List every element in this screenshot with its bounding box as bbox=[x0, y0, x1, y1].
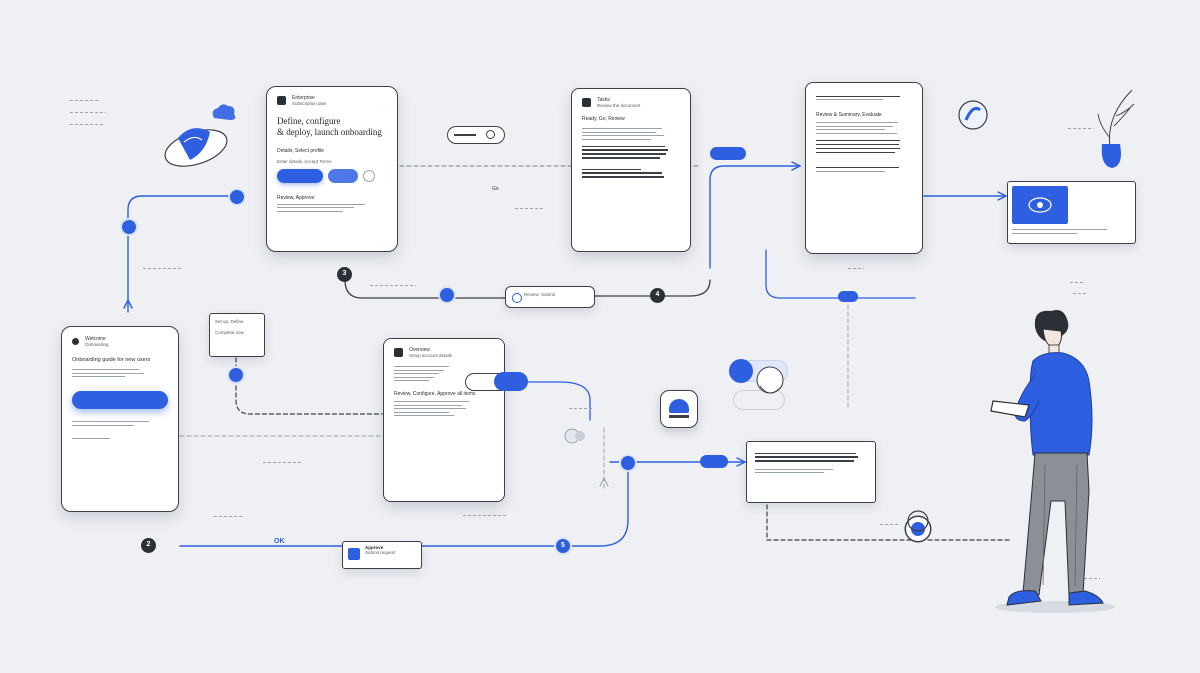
go-badge: Go bbox=[492, 186, 499, 192]
card-header-subtitle: Review the document bbox=[597, 103, 641, 108]
card-review-summary[interactable]: Review & Summary, Evaluate bbox=[805, 82, 923, 254]
bottom-badge-card[interactable]: Approve Submit request bbox=[342, 541, 422, 569]
toggle-pill-right2[interactable] bbox=[733, 390, 785, 410]
image-thumbnail bbox=[1012, 186, 1068, 224]
app-icon bbox=[277, 96, 286, 105]
card-header: Enterprise Subscription plan bbox=[277, 95, 387, 106]
wire-card4-to-top bbox=[127, 195, 239, 313]
ok-tag[interactable]: OK bbox=[274, 538, 285, 545]
node-top-left[interactable] bbox=[230, 190, 244, 204]
status-dot bbox=[72, 338, 79, 345]
toggle-pill-top[interactable] bbox=[447, 126, 505, 144]
mid-badge-card[interactable]: Review, Submit bbox=[505, 286, 595, 308]
card-header-title: Overview bbox=[409, 347, 430, 353]
node-step-2[interactable]: 2 bbox=[141, 538, 156, 553]
image-preview-doc[interactable] bbox=[1007, 181, 1136, 244]
card-header: Welcome Onboarding bbox=[72, 336, 168, 347]
card-tasks-document[interactable]: Tasks Review the document Ready, Go, Rev… bbox=[571, 88, 691, 252]
badge-line1: Approve bbox=[365, 545, 384, 550]
wire-bottom bbox=[179, 469, 629, 547]
card-overview-setup[interactable]: Overview Setup account details Review, C… bbox=[383, 338, 505, 502]
node-sticky[interactable] bbox=[229, 368, 243, 382]
app-icon bbox=[394, 348, 403, 357]
lock-icon[interactable] bbox=[660, 390, 698, 428]
toggle-pill-blue[interactable] bbox=[710, 147, 746, 160]
toggle-pill-small[interactable] bbox=[838, 291, 858, 302]
checklist bbox=[394, 366, 494, 381]
sticky-note[interactable]: Set up, Define Complete now bbox=[209, 313, 265, 357]
card-onboarding[interactable]: Welcome Onboarding Onboarding guide for … bbox=[61, 326, 179, 512]
document-heading: Ready, Go, Review bbox=[582, 116, 625, 122]
arrow-cluster-icon bbox=[564, 428, 585, 444]
card-header: Overview Setup account details bbox=[394, 347, 494, 358]
sticky-line1: Set up, Define bbox=[215, 319, 244, 324]
card-header-subtitle: Subscription plan bbox=[292, 101, 327, 106]
card-header: Tasks Review the document bbox=[582, 97, 680, 108]
section-heading: Review, Configure, Approve all items bbox=[394, 391, 476, 397]
card-header-subtitle: Onboarding bbox=[85, 342, 109, 347]
document-text bbox=[816, 122, 912, 172]
card-label: Details, Select profile bbox=[277, 148, 324, 154]
primary-button[interactable] bbox=[277, 169, 323, 183]
document-text bbox=[582, 128, 680, 178]
pin-icon bbox=[907, 510, 929, 532]
step-label: Review, Approve bbox=[277, 195, 315, 201]
sticky-line2: Complete now bbox=[215, 330, 244, 335]
card-title-line1: Define, configure bbox=[277, 116, 341, 126]
app-icon bbox=[582, 98, 591, 107]
node-right[interactable] bbox=[911, 522, 925, 536]
card-define-configure[interactable]: Enterprise Subscription plan Define, con… bbox=[266, 86, 398, 252]
status-icon bbox=[512, 293, 522, 303]
card-header-title: Welcome bbox=[85, 336, 106, 342]
shield-icon bbox=[164, 128, 228, 167]
card-header-title: Tasks bbox=[597, 97, 610, 103]
node-step-3[interactable]: 3 bbox=[337, 267, 352, 282]
node-step-4[interactable]: 4 bbox=[650, 288, 665, 303]
check-icon bbox=[348, 548, 360, 560]
node-step-5[interactable]: 5 bbox=[556, 539, 570, 553]
wire-dash-left bbox=[235, 329, 383, 415]
card-header-title: Enterprise bbox=[292, 95, 315, 101]
node-mid[interactable] bbox=[440, 288, 454, 302]
document-heading: Review & Summary, Evaluate bbox=[816, 112, 882, 119]
plant-vase-icon bbox=[1097, 89, 1135, 168]
cloud-icon bbox=[212, 104, 236, 120]
globe-icon bbox=[958, 100, 988, 130]
wire-node4 bbox=[594, 279, 711, 297]
node-left[interactable] bbox=[122, 220, 136, 234]
wire-node3 bbox=[344, 279, 506, 299]
toggle-pill-bottom[interactable] bbox=[700, 455, 728, 468]
card-header-subtitle: Setup account details bbox=[409, 353, 453, 358]
continue-button[interactable] bbox=[72, 391, 168, 409]
robot-icon bbox=[756, 366, 784, 394]
badge-line2: Submit request bbox=[365, 550, 396, 555]
wire-card5-right bbox=[504, 381, 591, 421]
wire-card3-bottom bbox=[765, 249, 916, 299]
toggle-pill-mid[interactable] bbox=[465, 372, 528, 391]
wire-card2-to-card3 bbox=[709, 165, 801, 269]
mid-badge-label: Review, Submit bbox=[524, 292, 556, 297]
field-label: Enter details, Accept Terms bbox=[277, 159, 332, 164]
summary-doc[interactable] bbox=[746, 441, 876, 503]
onboarding-intro: Onboarding guide for new users bbox=[72, 357, 151, 363]
button-row bbox=[277, 169, 387, 183]
card-title-line2: & deploy, launch onboarding bbox=[277, 127, 382, 137]
person-with-tablet bbox=[990, 310, 1115, 613]
radio-option[interactable] bbox=[363, 170, 375, 182]
secondary-button[interactable] bbox=[328, 169, 358, 183]
node-center[interactable] bbox=[621, 456, 635, 470]
